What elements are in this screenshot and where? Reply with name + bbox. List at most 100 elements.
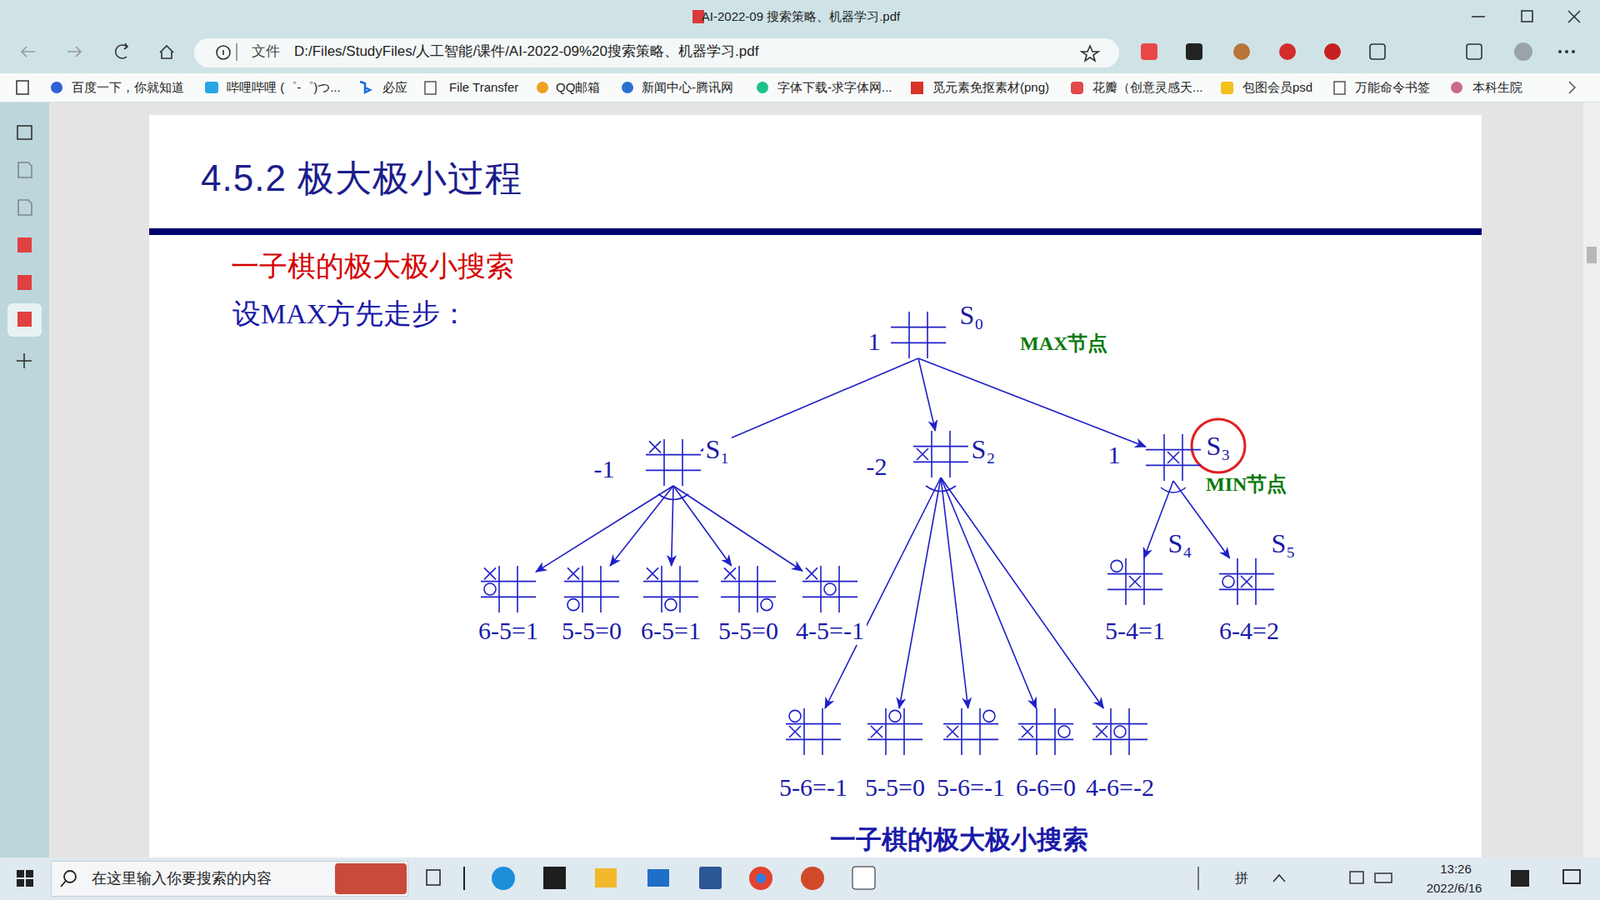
score-label: 6-4=2 xyxy=(1216,616,1282,646)
o-mark xyxy=(1114,725,1126,738)
board-grid xyxy=(890,311,946,359)
score-label: -1 xyxy=(591,455,618,485)
x-mark xyxy=(1167,451,1180,464)
score-label: 5-4=1 xyxy=(1102,616,1168,646)
score-label: 1 xyxy=(865,327,884,357)
score-label: 4-5=-1 xyxy=(793,616,867,646)
ui-text: 哔哩哔哩 (゜-゜)つ... xyxy=(226,80,341,95)
tree-edge xyxy=(673,485,803,571)
tree-edge xyxy=(535,485,674,572)
tree-edge xyxy=(700,358,919,451)
x-mark xyxy=(789,725,801,738)
board-grid xyxy=(802,565,858,613)
game-board: S₀1 xyxy=(890,311,946,359)
board-grid xyxy=(867,708,923,755)
slide-title: 4.5.2 极大极小过程 xyxy=(200,157,523,200)
ui-text: File Transfer xyxy=(449,80,519,95)
state-label: S₅ xyxy=(1269,528,1299,560)
o-mark xyxy=(665,599,677,611)
scroll-thumb xyxy=(1586,246,1597,264)
board-grid xyxy=(643,565,699,613)
tree-edge xyxy=(671,485,674,566)
board-grid xyxy=(1107,558,1163,605)
x-mark xyxy=(946,725,959,738)
state-label: S₃ xyxy=(1204,430,1234,462)
board-grid xyxy=(480,565,536,613)
ui-text: 新闻中心-腾讯网 xyxy=(641,80,734,95)
tree-edge xyxy=(825,477,941,709)
o-mark xyxy=(760,599,773,611)
scroll-bar xyxy=(1583,102,1600,858)
score-label: 1 xyxy=(1105,440,1124,470)
score-label: 6-6=0 xyxy=(1013,773,1079,803)
x-mark xyxy=(1129,575,1141,588)
game-board: 6-5=1 xyxy=(480,565,536,613)
o-mark xyxy=(1058,725,1070,738)
tree-edge xyxy=(940,477,1104,709)
score-label: 5-5=0 xyxy=(715,616,781,646)
highlight-circle xyxy=(1191,419,1245,473)
ui-text: 2022/6/16 xyxy=(1426,880,1483,895)
x-mark xyxy=(1095,725,1108,738)
ui-text: 在这里输入你要搜索的内容 xyxy=(91,870,272,888)
score-label: 6-5=1 xyxy=(475,616,541,646)
node-type-label: MAX节点 xyxy=(1020,332,1108,356)
x-mark xyxy=(484,567,496,580)
game-board: 4-5=-1 xyxy=(802,565,858,613)
score-label: 5-6=-1 xyxy=(934,773,1008,803)
game-board: S₁-1 xyxy=(645,439,701,486)
o-mark xyxy=(1110,560,1123,572)
x-mark xyxy=(789,725,801,738)
game-board: S₄5-4=1 xyxy=(1107,558,1163,605)
ui-text: D:/Files/StudyFiles/人工智能/课件/AI-2022-09%2… xyxy=(294,43,759,60)
board-grid xyxy=(943,708,999,755)
ui-text: 必应 xyxy=(382,80,408,95)
ui-text: 百度一下，你就知道 xyxy=(71,80,185,95)
slide-text: 设MAX方先走步： xyxy=(232,297,469,330)
ui-text: 13:26 xyxy=(1440,861,1472,876)
x-mark xyxy=(646,567,659,580)
game-board: S₅6-4=2 xyxy=(1219,558,1275,605)
o-mark xyxy=(889,710,901,722)
o-mark xyxy=(789,710,801,722)
x-mark xyxy=(1095,725,1108,738)
board-grid xyxy=(785,708,841,755)
score-label: -2 xyxy=(864,452,890,482)
score-label: 4-6=-2 xyxy=(1083,773,1157,803)
x-mark xyxy=(484,567,496,580)
node-type-label: MIN节点 xyxy=(1205,473,1287,497)
game-board: 6-6=0 xyxy=(1018,708,1074,755)
score-label: 5-5=0 xyxy=(862,773,928,803)
x-mark xyxy=(1129,575,1141,588)
ui-text: 本科生院 xyxy=(1472,80,1523,95)
x-mark xyxy=(1240,575,1253,588)
game-board: S₃1 xyxy=(1145,434,1201,481)
game-board: 5-6=-1 xyxy=(943,708,999,755)
game-board: 4-6=-2 xyxy=(1092,708,1148,755)
slide-text: 一子棋的极大极小搜索 xyxy=(230,250,515,283)
game-board: S₂-2 xyxy=(913,430,969,478)
ui-text: QQ邮箱 xyxy=(555,80,600,95)
game-board: 5-5=0 xyxy=(720,565,776,613)
state-label: S₁ xyxy=(703,434,733,465)
side-bar xyxy=(0,102,50,858)
o-mark xyxy=(983,710,995,722)
board-grid xyxy=(564,565,620,613)
x-mark xyxy=(870,725,883,738)
ui-text: 文件 xyxy=(251,43,280,60)
x-mark xyxy=(646,567,659,580)
ui-text: AI-2022-09 搜索策略、机器学习.pdf xyxy=(701,9,900,24)
x-mark xyxy=(567,567,580,580)
tree-edge xyxy=(673,485,732,566)
game-board: 5-5=0 xyxy=(564,565,620,613)
board-grid xyxy=(1018,708,1074,755)
x-mark xyxy=(916,448,929,460)
x-mark xyxy=(805,567,818,580)
board-grid xyxy=(1092,708,1148,755)
game-board: 5-5=0 xyxy=(867,708,923,755)
score-label: 5-5=0 xyxy=(559,616,625,646)
x-mark xyxy=(724,567,736,580)
x-mark xyxy=(1021,725,1034,738)
game-board: 6-5=1 xyxy=(643,565,699,613)
